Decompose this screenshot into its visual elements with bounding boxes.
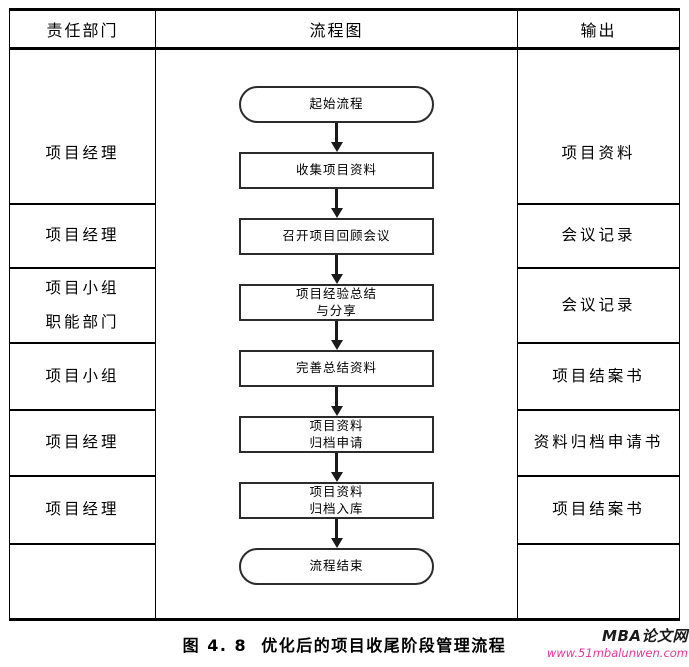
figure-caption: 图 4. 8 优化后的项目收尾阶段管理流程 — [182, 636, 507, 655]
flow-node-improve-summary-materials: 完善总结资料 — [239, 350, 434, 387]
arrow-down-icon — [330, 519, 343, 548]
flow-node-end: 流程结束 — [239, 548, 434, 585]
output-cell-row5: 资料归档申请书 — [518, 411, 679, 477]
header-flowchart: 流程图 — [156, 11, 518, 50]
department-cell-row7-empty — [10, 545, 156, 618]
process-swimlane-table: 责任部门 流程图 输出 项目经理 项目经理 项目小组 职能部门 项目小组 项目经… — [9, 8, 680, 621]
watermark-site-name: MBA论文网 — [602, 627, 688, 645]
department-cell-row5: 项目经理 — [10, 411, 156, 477]
output-cell-row7-empty — [518, 545, 679, 618]
arrow-down-icon — [330, 387, 343, 416]
flow-node-archive-application: 项目资料 归档申请 — [239, 416, 434, 453]
output-cell-row4: 项目结案书 — [518, 344, 679, 411]
output-cell-row3: 会议记录 — [518, 269, 679, 344]
watermark-site-url: www.51mbalunwen.com — [546, 645, 688, 660]
arrow-down-icon — [330, 255, 343, 284]
flow-node-collect-project-materials: 收集项目资料 — [239, 152, 434, 189]
flow-node-hold-review-meeting: 召开项目回顾会议 — [239, 218, 434, 255]
department-cell-row6: 项目经理 — [10, 477, 156, 545]
output-cell-row2: 会议记录 — [518, 205, 679, 269]
header-output: 输出 — [518, 11, 679, 50]
watermark: MBA论文网 www.51mbalunwen.com — [547, 627, 688, 660]
department-cell-row4: 项目小组 — [10, 344, 156, 411]
flow-node-experience-summary-sharing: 项目经验总结 与分享 — [239, 284, 434, 321]
output-cell-row6: 项目结案书 — [518, 477, 679, 545]
arrow-down-icon — [330, 321, 343, 350]
arrow-down-icon — [330, 453, 343, 482]
department-cell-row2: 项目经理 — [10, 205, 156, 269]
department-cell-row1: 项目经理 — [10, 50, 156, 205]
output-cell-row1: 项目资料 — [518, 50, 679, 205]
flow-node-archive-storage: 项目资料 归档入库 — [239, 482, 434, 519]
flow-node-start: 起始流程 — [239, 86, 434, 123]
header-responsible-department: 责任部门 — [10, 11, 156, 50]
arrow-down-icon — [330, 123, 343, 152]
flowchart-cell: 起始流程 收集项目资料 召开项目回顾会议 项目经验总结 与分享 完善总结资料 项… — [156, 50, 518, 618]
arrow-down-icon — [330, 189, 343, 218]
department-cell-row3: 项目小组 职能部门 — [10, 269, 156, 344]
